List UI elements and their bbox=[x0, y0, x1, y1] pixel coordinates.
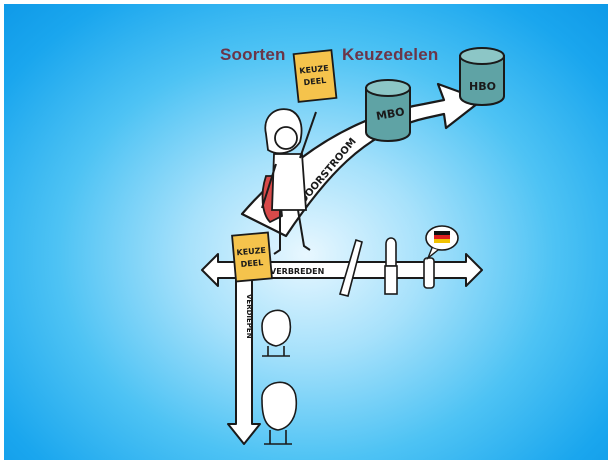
keuzedeel-sign-bottom: KEUZE DEEL bbox=[231, 231, 273, 283]
keuzedeel-top-line1: KEUZE bbox=[299, 64, 329, 76]
wig-head-small-icon bbox=[261, 309, 292, 357]
title-soorten: Soorten bbox=[220, 45, 286, 64]
flag-germany-icon bbox=[434, 231, 450, 243]
lotion-bottle-icon bbox=[423, 257, 435, 289]
nail-file-icon bbox=[338, 238, 363, 297]
lipstick-icon bbox=[384, 237, 398, 295]
hbo-label: HBO bbox=[469, 80, 496, 93]
illustration: DOORSTROOM MBO HBO VERBREDEN bbox=[201, 47, 505, 445]
student-figure bbox=[261, 108, 317, 255]
hbo-bucket: HBO bbox=[459, 47, 505, 106]
keuzedeel-top-line2: DEEL bbox=[303, 76, 326, 87]
speech-bubble bbox=[425, 225, 459, 261]
verbreden-label: VERBREDEN bbox=[270, 267, 324, 276]
verdiepen-arrow: VERDIEPEN bbox=[227, 273, 261, 445]
mbo-label: MBO bbox=[375, 105, 406, 123]
whiteboard-panel: Soorten Keuzedelen DOORSTROOM MBO HBO bbox=[4, 4, 608, 460]
mbo-bucket: MBO bbox=[365, 79, 411, 142]
keuzedeel-bottom-line1: KEUZE bbox=[236, 246, 266, 258]
keuzedeel-sign-top: KEUZE DEEL bbox=[292, 49, 338, 103]
verdiepen-label: VERDIEPEN bbox=[245, 294, 253, 339]
keuzedeel-bottom-line2: DEEL bbox=[240, 258, 263, 269]
title-keuzedelen: Keuzedelen bbox=[342, 45, 439, 64]
wig-head-large-icon bbox=[261, 381, 298, 445]
